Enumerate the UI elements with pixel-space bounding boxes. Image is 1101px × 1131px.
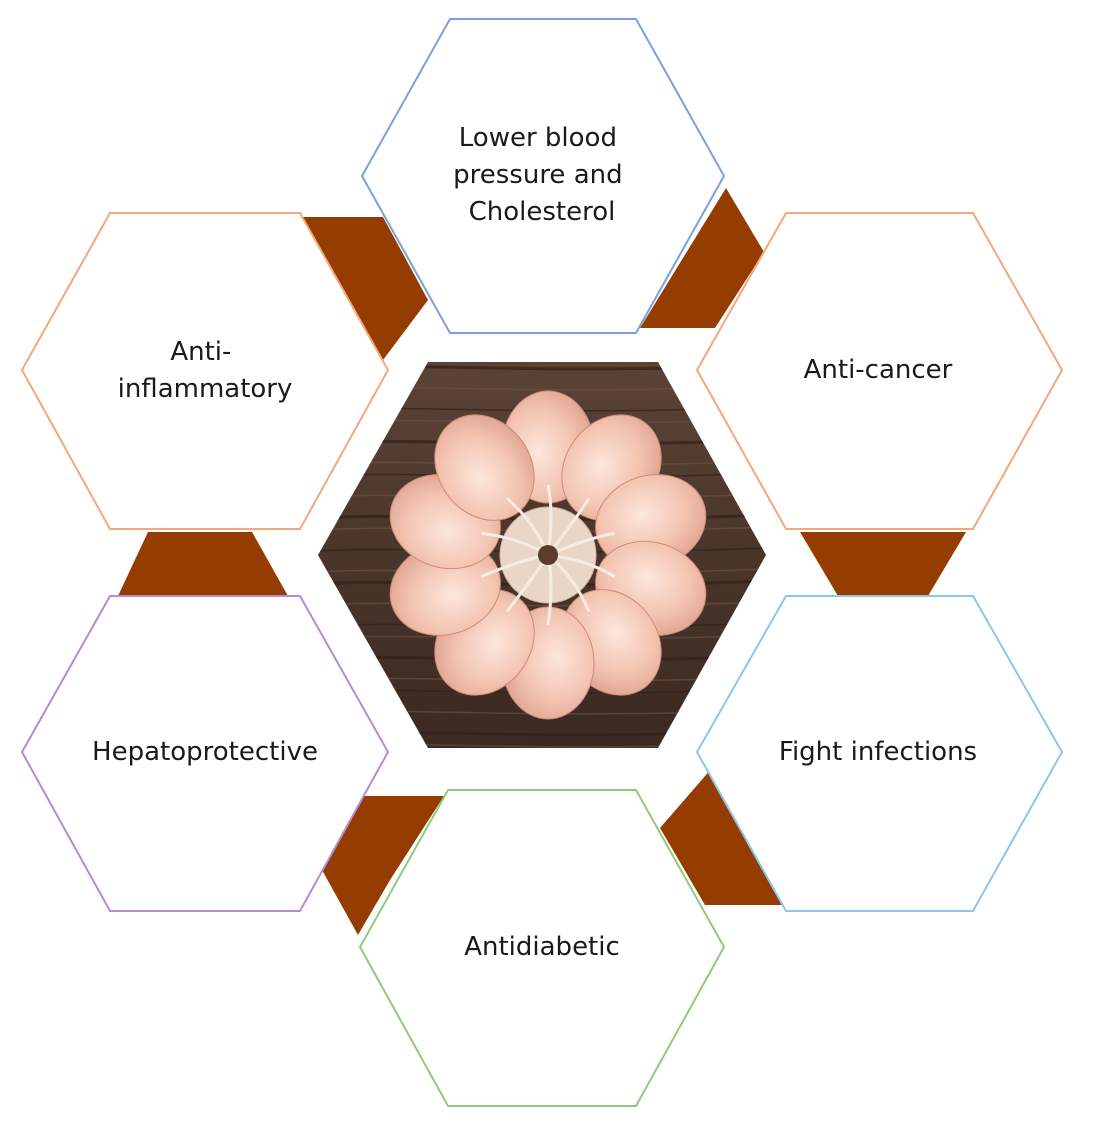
connector-top-left: [303, 217, 428, 360]
garlic-clove: [434, 414, 535, 521]
hexagon-lower-left-outline: [20, 595, 390, 912]
connector-left: [118, 532, 288, 596]
hexagon-bottom: Antidiabetic: [358, 789, 726, 1107]
hexagon-upper-right: Anti-cancer: [695, 212, 1064, 530]
hexagon-lower-right-outline: [695, 595, 1064, 912]
hexagon-lower-left: Hepatoprotective: [20, 595, 390, 912]
hexagon-upper-left: Anti- inflammatory: [20, 212, 390, 530]
hexagon-lower-right-label: Fight infections: [779, 737, 977, 767]
hexagon-upper-left-outline: [20, 212, 390, 530]
center-garlic-image: [318, 362, 766, 748]
hexagon-top: Lower blood pressure and Cholesterol: [360, 18, 726, 334]
hexagon-upper-right-outline: [695, 212, 1064, 530]
hexagon-lower-right: Fight infections: [695, 595, 1064, 912]
hexagon-bottom-outline: [358, 789, 726, 1107]
hexagon-top-outline: [360, 18, 726, 334]
garlic-bulb: [389, 390, 707, 720]
connector-bottom-right: [660, 768, 785, 905]
connectors: [118, 188, 966, 935]
garlic-center-hole: [538, 545, 558, 565]
hexagon-upper-left-label: Anti- inflammatory: [118, 337, 293, 404]
hexagon-upper-right-label: Anti-cancer: [804, 355, 953, 385]
connector-top-right: [640, 188, 764, 328]
connector-right: [800, 532, 966, 596]
hexagon-top-label: Lower blood pressure and Cholesterol: [453, 123, 631, 227]
hexagon-bottom-label: Antidiabetic: [464, 932, 620, 962]
connector-bottom-left: [322, 796, 444, 935]
hexagon-lower-left-label: Hepatoprotective: [92, 737, 318, 767]
